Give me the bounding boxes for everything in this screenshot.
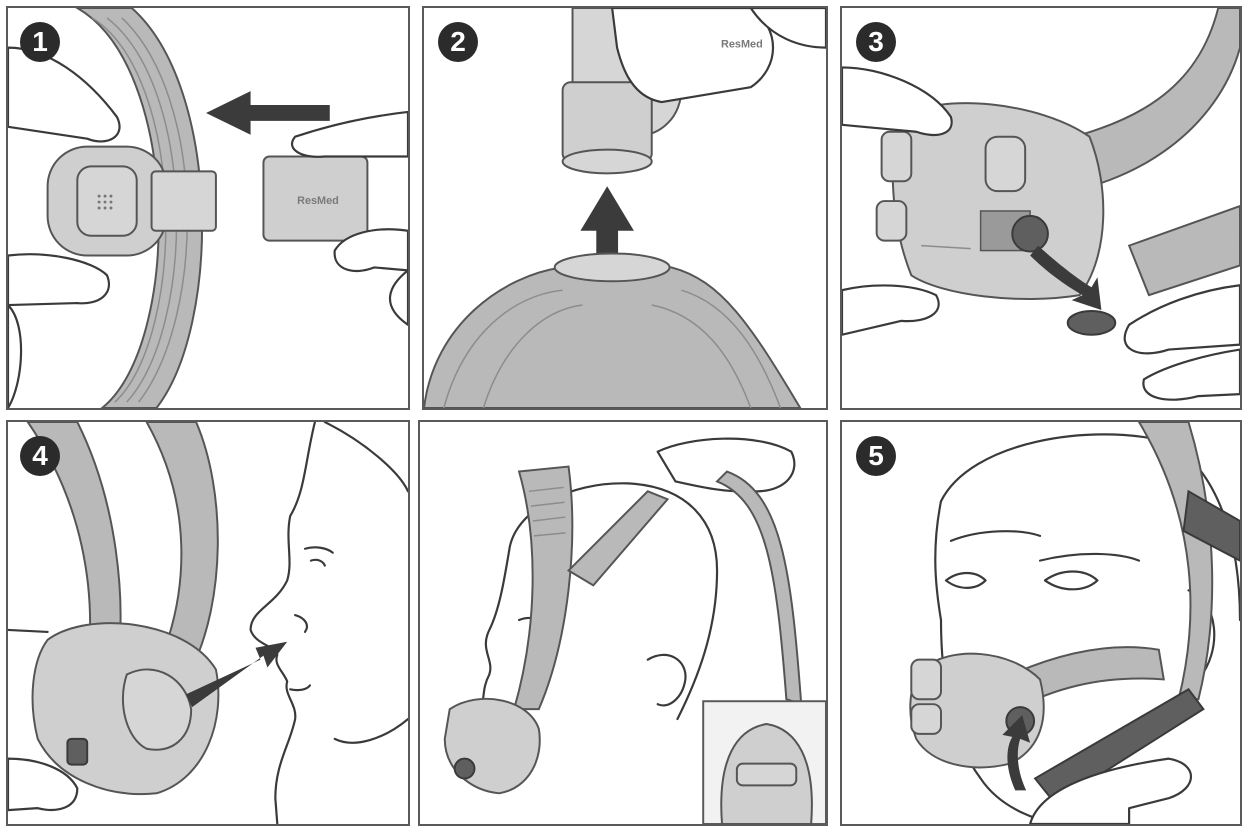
step-3-illustration bbox=[842, 8, 1240, 401]
step-4-illustration bbox=[8, 422, 408, 824]
step-2-illustration: ResMed bbox=[424, 8, 826, 408]
step-1-badge: 1 bbox=[20, 22, 60, 62]
step-1-illustration: ResMed bbox=[8, 8, 408, 408]
step-2-arrow bbox=[580, 186, 634, 268]
step-3-arrow bbox=[1030, 245, 1102, 310]
step-4-badge: 4 bbox=[20, 436, 60, 476]
step-2-panel: ResMed 2 bbox=[422, 6, 828, 410]
step-5-badge: 5 bbox=[856, 436, 896, 476]
step-1-elbow-brand: ResMed bbox=[297, 195, 339, 207]
step-3-badge: 3 bbox=[856, 22, 896, 62]
step-5-illustration bbox=[909, 422, 1240, 824]
step-5-arrow bbox=[1002, 715, 1031, 791]
step-2-elbow-brand: ResMed bbox=[721, 39, 763, 51]
step-2-badge: 2 bbox=[438, 22, 478, 62]
step-4-panel: 4 bbox=[6, 420, 410, 826]
step-4b-illustration bbox=[443, 437, 826, 824]
step-3-panel: 3 bbox=[840, 6, 1242, 410]
step-4-arrow bbox=[186, 641, 288, 708]
step-1-panel: ResMed 1 bbox=[6, 6, 410, 410]
step-5-panel: 5 bbox=[840, 420, 1242, 826]
step-4b-panel bbox=[418, 420, 828, 826]
step-1-arrow bbox=[206, 91, 330, 135]
